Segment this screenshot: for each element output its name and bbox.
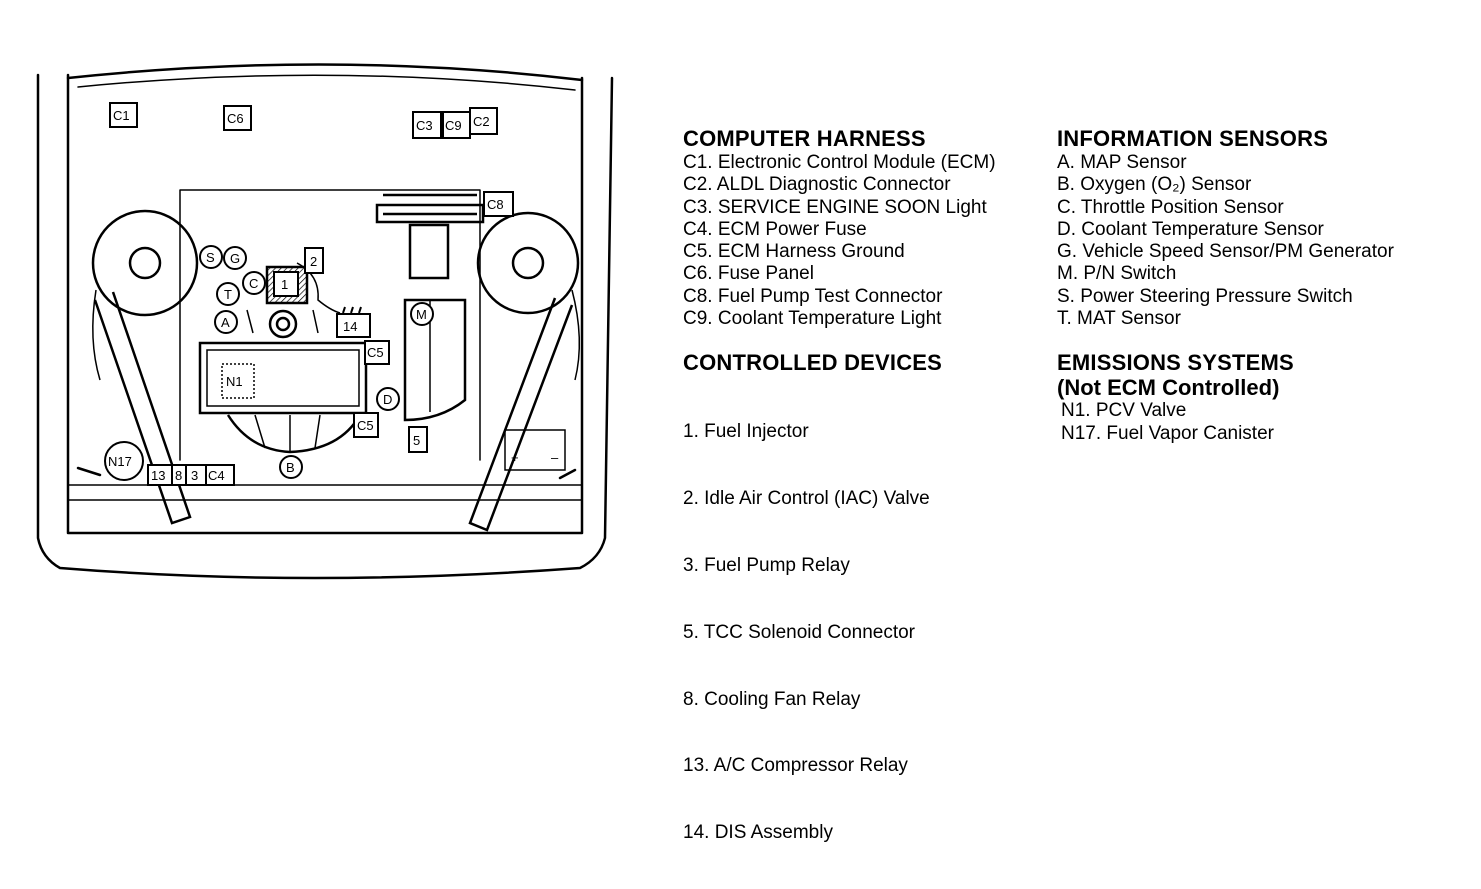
computer-harness-list: C1. Electronic Control Module (ECM) C2. … bbox=[683, 152, 996, 330]
label-m: M bbox=[416, 307, 427, 322]
list-item: D. Coolant Temperature Sensor bbox=[1057, 218, 1324, 240]
strut-tower-right bbox=[476, 211, 580, 315]
controlled-devices-title: CONTROLLED DEVICES bbox=[683, 350, 943, 376]
list-item: T. MAT Sensor bbox=[1057, 308, 1181, 330]
label-14: 14 bbox=[343, 319, 357, 334]
label-c9: C9 bbox=[445, 118, 462, 133]
label-b: B bbox=[286, 460, 295, 475]
list-item: B. Oxygen (O₂) Sensor bbox=[1057, 174, 1252, 196]
label-2: 2 bbox=[310, 254, 317, 269]
strut-tower-left bbox=[91, 209, 199, 317]
list-item: 2. Idle Air Control (IAC) Valve bbox=[683, 487, 930, 509]
list-item: 13. A/C Compressor Relay bbox=[683, 755, 908, 777]
label-n1: N1 bbox=[226, 374, 243, 389]
list-item: S. Power Steering Pressure Switch bbox=[1057, 285, 1353, 307]
label-c8: C8 bbox=[487, 197, 504, 212]
label-c5-upper: C5 bbox=[367, 345, 384, 360]
list-item: 3. Fuel Pump Relay bbox=[683, 554, 850, 576]
label-minus: – bbox=[551, 450, 559, 465]
emissions-systems-title: EMISSIONS SYSTEMS bbox=[1057, 350, 1294, 376]
controlled-devices-list: 1. Fuel Injector 2. Idle Air Control (IA… bbox=[683, 376, 996, 889]
information-sensors-list: A. MAP Sensor B. Oxygen (O₂) Sensor C. T… bbox=[1057, 152, 1394, 330]
list-item: C4. ECM Power Fuse bbox=[683, 218, 867, 240]
label-c: C bbox=[249, 276, 258, 291]
list-item: M. P/N Switch bbox=[1057, 263, 1177, 285]
label-c1: C1 bbox=[113, 108, 130, 123]
list-item: C2. ALDL Diagnostic Connector bbox=[683, 174, 951, 196]
label-plus: + bbox=[511, 450, 519, 465]
list-item: G. Vehicle Speed Sensor/PM Generator bbox=[1057, 241, 1394, 263]
list-item: C8. Fuel Pump Test Connector bbox=[683, 285, 943, 307]
computer-harness-title: COMPUTER HARNESS bbox=[683, 126, 926, 151]
label-c3: C3 bbox=[416, 118, 433, 133]
list-item: N1. PCV Valve bbox=[1061, 400, 1187, 422]
list-item: 5. TCC Solenoid Connector bbox=[683, 621, 915, 643]
label-1: 1 bbox=[281, 277, 288, 292]
legend-left-column: COMPUTER HARNESS C1. Electronic Control … bbox=[683, 126, 996, 889]
label-d: D bbox=[383, 392, 392, 407]
list-item: C3. SERVICE ENGINE SOON Light bbox=[683, 196, 987, 218]
list-item: N17. Fuel Vapor Canister bbox=[1061, 422, 1274, 444]
list-item: A. MAP Sensor bbox=[1057, 152, 1187, 173]
label-a: A bbox=[221, 315, 230, 330]
label-s: S bbox=[206, 250, 215, 265]
emissions-systems-subtitle: (Not ECM Controlled) bbox=[1057, 375, 1280, 401]
label-g: G bbox=[230, 251, 240, 266]
body-outline bbox=[36, 73, 614, 580]
list-item: 14. DIS Assembly bbox=[683, 822, 833, 844]
label-13: 13 bbox=[151, 468, 165, 483]
label-5: 5 bbox=[413, 433, 420, 448]
label-c2: C2 bbox=[473, 114, 490, 129]
list-item: C1. Electronic Control Module (ECM) bbox=[683, 152, 996, 173]
engine-compartment-diagram: C1 C6 C3 C9 C2 C8 2 1 14 C5 C5 5 N1 13 8… bbox=[36, 63, 614, 580]
label-c6: C6 bbox=[227, 111, 244, 126]
list-item: C6. Fuse Panel bbox=[683, 263, 814, 285]
legend-right-column: INFORMATION SENSORS A. MAP Sensor B. Oxy… bbox=[1057, 126, 1394, 445]
information-sensors-title: INFORMATION SENSORS bbox=[1057, 126, 1329, 151]
list-item: C. Throttle Position Sensor bbox=[1057, 196, 1284, 218]
emissions-systems-list: N1. PCV Valve N17. Fuel Vapor Canister bbox=[1057, 400, 1394, 445]
list-item: 1. Fuel Injector bbox=[683, 420, 809, 442]
label-8: 8 bbox=[175, 468, 182, 483]
list-item: 8. Cooling Fan Relay bbox=[683, 688, 861, 710]
list-item: C5. ECM Harness Ground bbox=[683, 241, 905, 263]
label-3: 3 bbox=[191, 468, 198, 483]
label-t: T bbox=[224, 287, 232, 302]
label-c5-lower: C5 bbox=[357, 418, 374, 433]
hood-outline bbox=[66, 73, 584, 535]
list-item: C9. Coolant Temperature Light bbox=[683, 308, 942, 330]
plenum bbox=[198, 341, 368, 415]
label-c4: C4 bbox=[208, 468, 225, 483]
label-n17: N17 bbox=[108, 454, 132, 469]
